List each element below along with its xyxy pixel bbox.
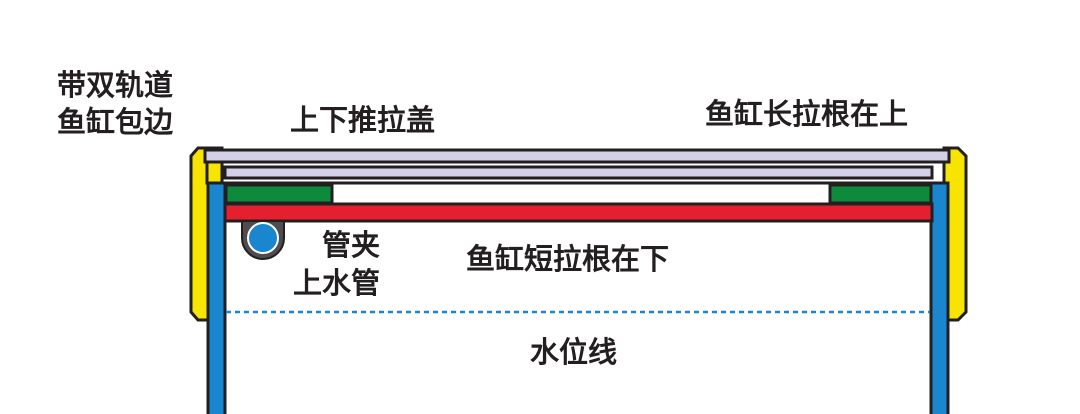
water-inlet-pipe — [247, 222, 279, 254]
clamp-label-line-1: 管夹 — [322, 228, 381, 262]
water-line-label: 水位线 — [530, 335, 618, 369]
clamp-label-line-2: 上水管 — [293, 266, 381, 300]
sliding-cover-label: 上下推拉盖 — [290, 103, 436, 137]
upper-cover-panel — [203, 148, 951, 164]
lower-cover-panel — [223, 165, 934, 180]
right-glass-wall — [929, 181, 950, 414]
left-glass-wall — [206, 181, 227, 414]
rim-label-line-1: 带双轨道 — [57, 68, 174, 102]
cover-track-rail — [205, 163, 932, 185]
long-bar-label: 鱼缸长拉根在上 — [705, 97, 909, 131]
short-bar-label: 鱼缸短拉根在下 — [466, 242, 670, 276]
short-bar — [223, 202, 934, 223]
long-bar-left — [224, 183, 334, 205]
long-bar-right — [828, 183, 933, 205]
rim-label-line-2: 鱼缸包边 — [57, 105, 174, 139]
